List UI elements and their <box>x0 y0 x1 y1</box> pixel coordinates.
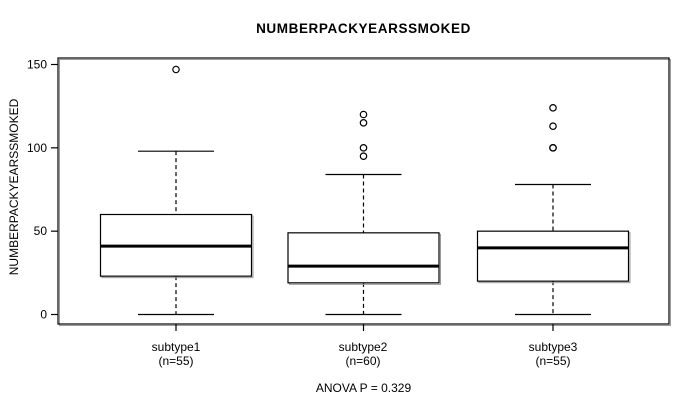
boxplot-group-subtype1 <box>99 65 254 331</box>
boxplot-group-subtype2 <box>287 110 441 331</box>
outlier-point <box>359 110 368 119</box>
x-axis-group-label-subtype3: subtype3 (n=55) <box>478 340 628 368</box>
x-axis-group-label-subtype2: subtype2 (n=60) <box>288 340 438 368</box>
x-axis-group-label-subtype1: subtype1 (n=55) <box>101 340 251 368</box>
outlier-point <box>549 104 557 112</box>
y-tick-label: 100 <box>27 141 47 155</box>
plot-frame-shadow <box>59 59 671 326</box>
group-label: subtype2 <box>338 340 388 354</box>
anova-annotation: ANOVA P = 0.329 <box>315 381 412 395</box>
outlier-point <box>359 152 368 160</box>
outlier-point <box>549 122 557 130</box>
group-n-label: (n=60) <box>345 353 381 368</box>
group-label: subtype3 <box>528 340 578 354</box>
y-tick-label: 50 <box>34 224 48 238</box>
y-axis-title: NUMBERPACKYEARSSMOKED <box>7 98 21 275</box>
group-label: subtype1 <box>151 340 201 354</box>
y-tick-label: 150 <box>27 58 47 72</box>
boxplot-group-subtype3 <box>476 104 631 331</box>
iqr-box <box>476 230 630 282</box>
y-tick-label: 0 <box>40 308 47 322</box>
outlier-point <box>549 144 557 152</box>
outlier-point <box>359 144 368 152</box>
iqr-box <box>287 232 440 284</box>
outlier-point <box>359 119 368 127</box>
group-n-label: (n=55) <box>158 353 194 368</box>
outlier-point <box>172 65 180 74</box>
group-n-label: (n=55) <box>535 353 571 368</box>
chart-title: NUMBERPACKYEARSSMOKED <box>256 21 471 36</box>
